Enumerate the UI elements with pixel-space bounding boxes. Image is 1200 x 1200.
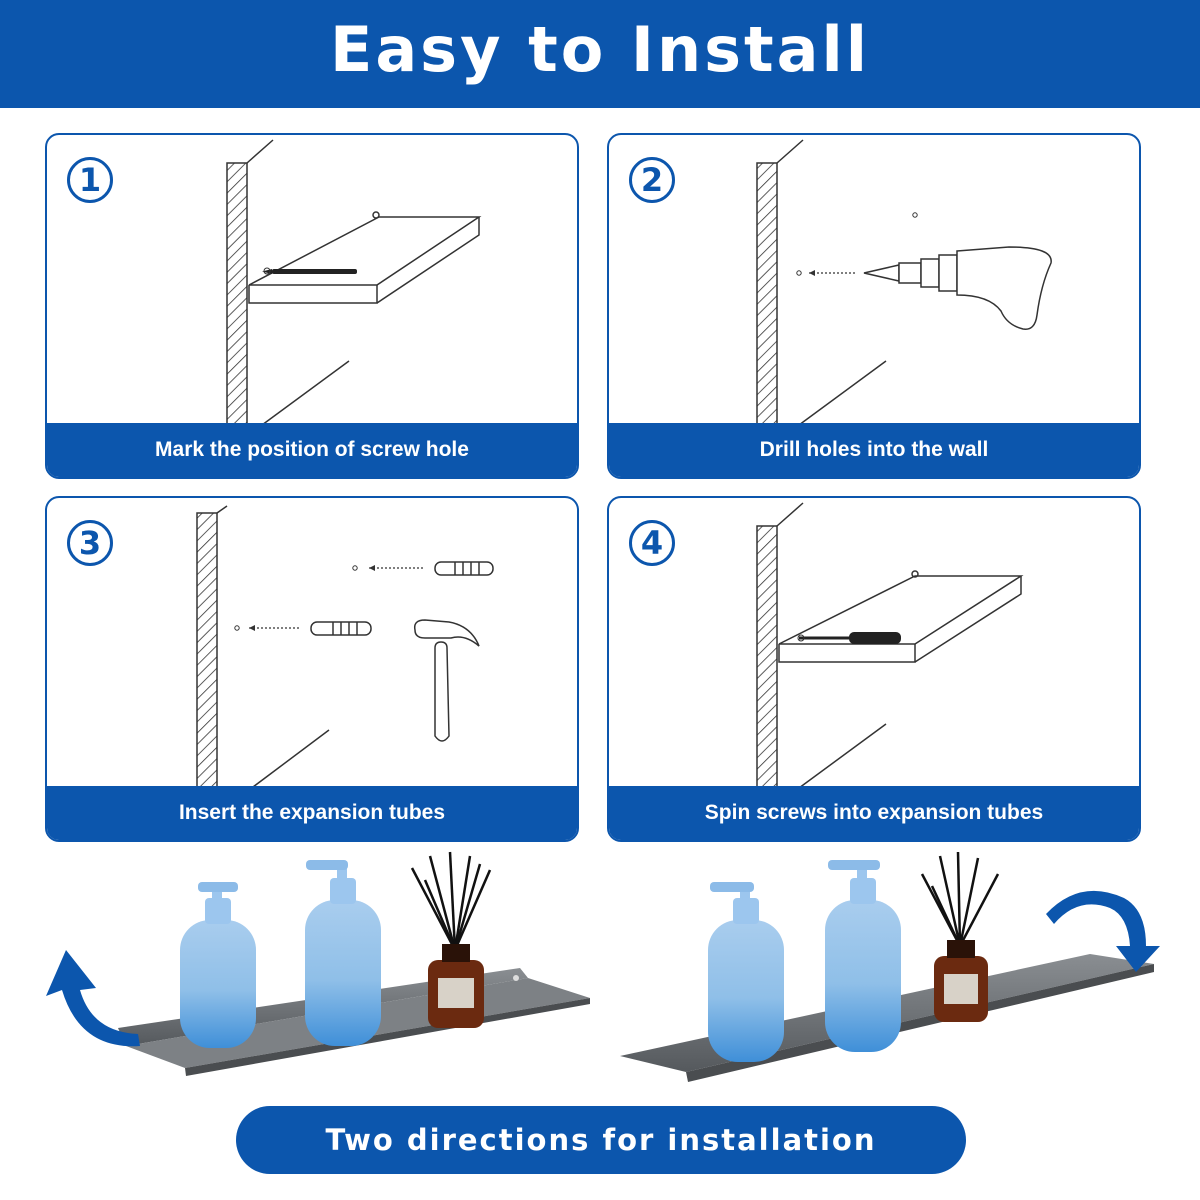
step-caption-1: Mark the position of screw hole (47, 423, 577, 477)
step-number-4: 4 (629, 520, 675, 566)
product-photos (46, 851, 1160, 1082)
pump-bottle (305, 860, 381, 1046)
expansion-tube (310, 621, 372, 636)
installation-directions-label: Two directions for installation (236, 1106, 966, 1174)
pump-bottle (180, 882, 256, 1048)
mark-illustration (226, 139, 482, 434)
shelf (778, 570, 1024, 663)
pencil-icon (262, 267, 357, 275)
step-panel-4: 4 Spin screws into expansion tubes (607, 496, 1141, 842)
drill-illustration (756, 139, 1052, 434)
step-caption-2: Drill holes into the wall (609, 423, 1139, 477)
wall-section (196, 512, 218, 797)
step-caption-4: Spin screws into expansion tubes (609, 786, 1139, 840)
wall-section (756, 525, 778, 797)
wall-section (756, 162, 778, 434)
step-number-2: 2 (629, 157, 675, 203)
wall-section (226, 162, 248, 434)
header-banner: Easy to Install (0, 0, 1200, 108)
reed-diffuser (920, 851, 1000, 1022)
drill-icon (863, 246, 1052, 330)
rotate-arrow-icon (46, 950, 140, 1047)
step-panel-3: 3 Insert the expansion tubes (45, 496, 579, 842)
pump-bottle (708, 882, 784, 1062)
step-panel-2: 2 Drill holes into the wall (607, 133, 1141, 479)
step-number-1: 1 (67, 157, 113, 203)
screw-illustration (756, 502, 1024, 797)
step-caption-3: Insert the expansion tubes (47, 786, 577, 840)
expansion-tube (434, 561, 494, 576)
hammer-icon (413, 619, 480, 742)
pump-bottle (825, 860, 901, 1052)
step-panel-1: 1 Mark the position of screw hole (45, 133, 579, 479)
rotate-arrow-icon (1046, 890, 1160, 972)
screwdriver-icon (797, 632, 901, 644)
reed-diffuser (410, 851, 492, 1028)
page-title: Easy to Install (329, 13, 870, 86)
step-number-3: 3 (67, 520, 113, 566)
insert-illustration (196, 505, 494, 797)
shelf (248, 211, 482, 304)
